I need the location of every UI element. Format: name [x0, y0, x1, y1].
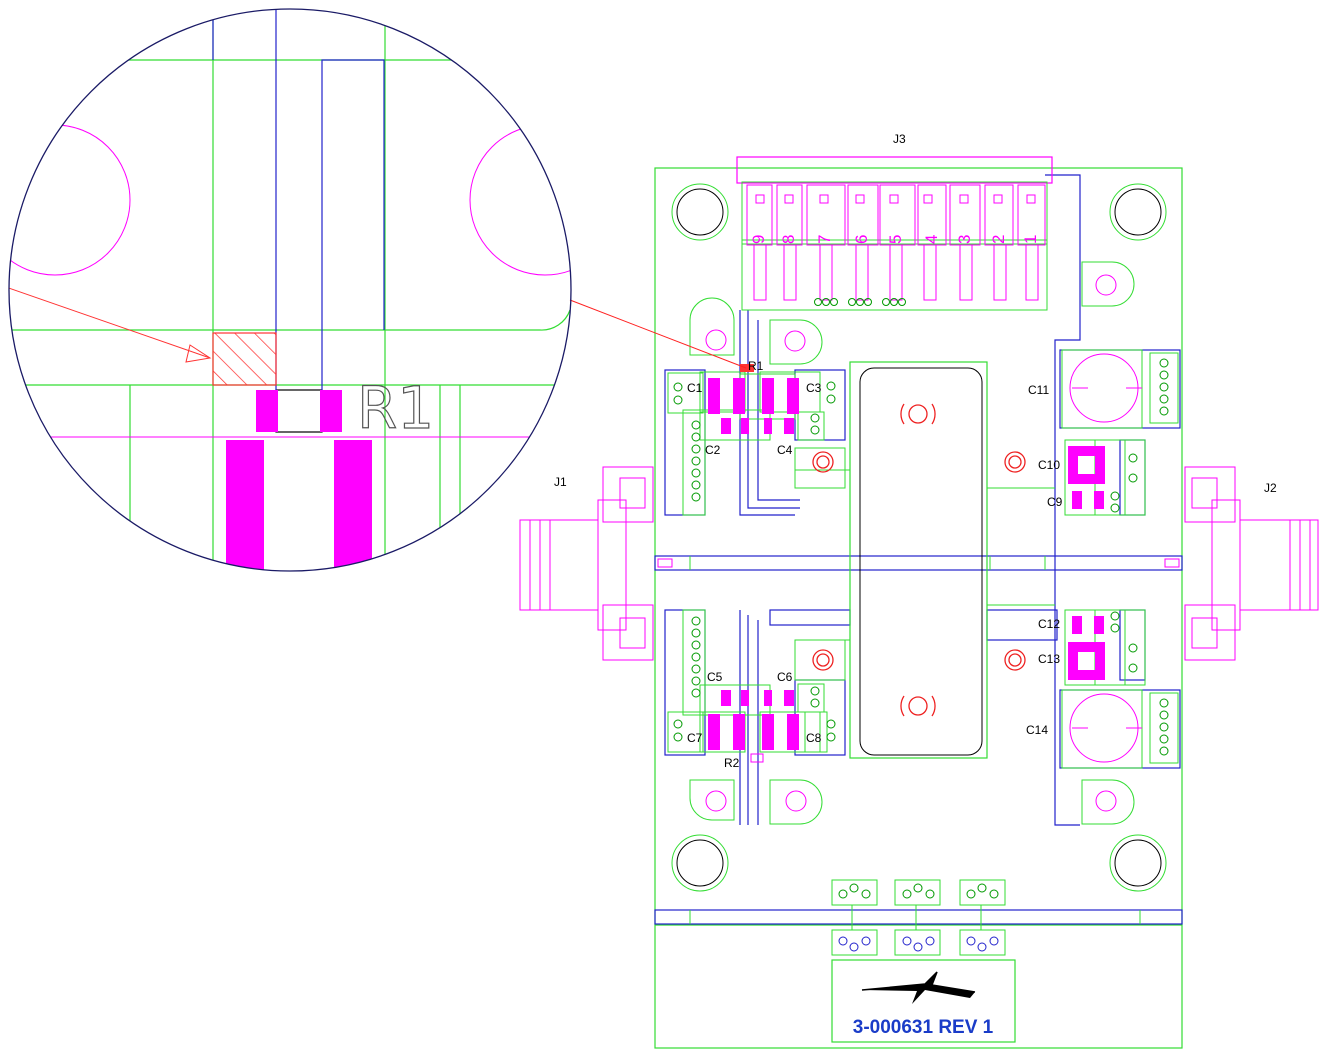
part-label-c6: C6 — [777, 670, 793, 684]
part-label-c8: C8 — [806, 731, 822, 745]
central-module — [795, 361, 1055, 759]
part-number-label: 3-000631 REV 1 — [853, 1017, 994, 1038]
j3-pin-5: 5 — [886, 235, 905, 244]
split-rail-bottom — [654, 909, 1183, 925]
footprints-lower-left — [667, 609, 846, 763]
part-label-r1: R1 — [748, 359, 764, 373]
connector-label-j3: J3 — [893, 132, 906, 146]
j3-pin-labels: 9 8 7 6 5 4 3 2 1 — [749, 235, 1040, 244]
part-label-c7: C7 — [687, 731, 703, 745]
part-label-c13: C13 — [1038, 652, 1060, 666]
part-label-c3: C3 — [806, 381, 822, 395]
part-label-c12: C12 — [1038, 617, 1060, 631]
connector-label-j1: J1 — [554, 475, 567, 489]
zoom-part-label-r1: R1 — [357, 374, 434, 442]
j3-pin-9: 9 — [749, 235, 768, 244]
screw-tabs — [689, 261, 1135, 825]
mounting-holes — [671, 183, 1167, 892]
j3-pin-2: 2 — [989, 235, 1008, 244]
j3-pin-6: 6 — [852, 235, 871, 244]
j3-pin-8: 8 — [779, 235, 798, 244]
footprints-right — [1004, 349, 1179, 769]
board-outline — [654, 167, 1183, 1049]
j3-pin-1: 1 — [1021, 235, 1040, 244]
part-label-c2: C2 — [705, 443, 721, 457]
j2-sma-connector — [1184, 466, 1319, 661]
part-label-c11: C11 — [1028, 383, 1049, 397]
zoom-detail-view: R1 — [8, 8, 572, 572]
part-label-c5: C5 — [707, 670, 723, 684]
j3-pin-3: 3 — [955, 235, 974, 244]
part-label-c14: C14 — [1026, 723, 1048, 737]
j3-pin-4: 4 — [922, 235, 941, 244]
test-pads — [831, 879, 1006, 956]
connector-label-j2: J2 — [1264, 481, 1277, 495]
j3-pin-7: 7 — [815, 235, 834, 244]
callout-leader-line — [569, 299, 747, 369]
part-label-c4: C4 — [777, 443, 793, 457]
part-label-r2: R2 — [724, 756, 740, 770]
footprints-upper-left — [667, 364, 846, 516]
j1-sma-connector — [519, 466, 654, 661]
split-rail-middle — [654, 555, 1183, 571]
part-label-c10: C10 — [1038, 458, 1060, 472]
part-label-c9: C9 — [1047, 495, 1063, 509]
company-logo — [861, 971, 976, 1004]
part-label-c1: C1 — [687, 381, 703, 395]
j3-header — [736, 156, 1053, 311]
